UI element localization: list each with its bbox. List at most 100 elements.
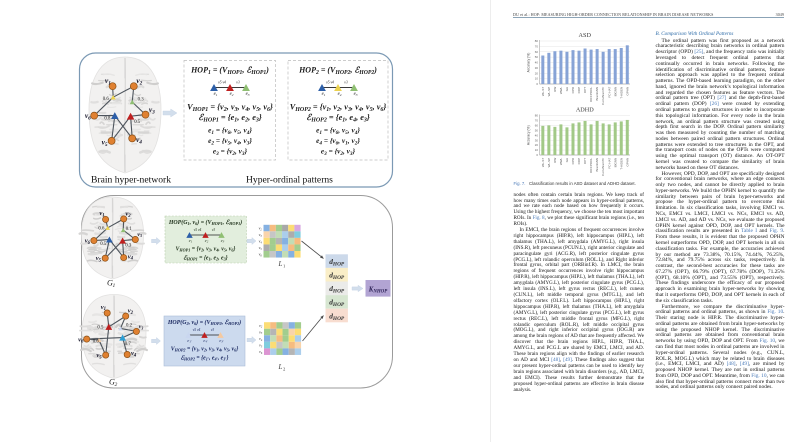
svg-text:ℰHOP1 = {e1, e2, e3}: ℰHOP1 = {e1, e2, e3} [198,113,262,124]
svg-text:v5 v4: v5 v4 [193,328,201,332]
svg-text:2: 2 [115,382,118,388]
svg-text:OPT: OPT [583,158,587,164]
svg-text:50: 50 [535,128,539,132]
svg-text:ℰHOP1 = {e1, e2, e3}: ℰHOP1 = {e1, e2, e3} [183,255,227,262]
svg-text:v6: v6 [259,350,263,355]
svg-text:v2: v2 [259,324,263,329]
svg-text:BrainGNN: BrainGNN [595,158,599,172]
svg-text:v3: v3 [259,330,263,335]
svg-text:40: 40 [535,61,539,65]
svg-text:e1 = {v6, v5, v4}: e1 = {v6, v5, v4} [208,126,252,136]
svg-text:e3: e3 [246,92,250,97]
svg-text:OPD: OPD [571,157,575,164]
svg-text:e1 = {v6, v5, v4}: e1 = {v6, v5, v4} [316,126,360,136]
svg-text:WWL: WWL [559,86,563,94]
svg-text:G: G [107,279,113,288]
svg-text:v5: v5 [102,138,108,148]
svg-text:v3: v3 [344,80,348,84]
svg-text:DIFFPOOL: DIFFPOOL [589,86,593,101]
svg-text:v5 v4: v5 v4 [218,80,226,84]
svg-text:v5: v5 [96,352,102,360]
svg-text:0: 0 [536,82,538,86]
svg-text:v5 v4: v5 v4 [194,228,202,232]
svg-text:HOP(G1, v6) = (VHOP1, ℰHOP1): HOP(G1, v6) = (VHOP1, ℰHOP1) [168,219,242,226]
svg-text:v1: v1 [105,76,111,86]
svg-text:v4: v4 [259,337,263,342]
svg-text:v3: v3 [212,228,216,232]
svg-text:1: 1 [283,264,286,269]
svg-text:0.3: 0.3 [138,98,145,103]
svg-text:DOP: DOP [577,158,581,165]
svg-text:G: G [109,378,115,387]
svg-text:OPT: OPT [583,87,587,93]
svg-text:e3: e3 [354,92,358,97]
svg-text:HOP(G2, v6) = (VHOP2, ℰHOP2): HOP(G2, v6) = (VHOP2, ℰHOP2) [167,319,241,326]
svg-text:VHOP1 = {v2, v3, v4, v5, v6}: VHOP1 = {v2, v3, v4, v5, v6} [187,103,273,114]
svg-text:dHOP: dHOP [329,284,345,294]
svg-text:v3: v3 [259,233,263,238]
svg-text:0.8: 0.8 [104,117,111,122]
svg-text:v5 v4: v5 v4 [326,80,334,84]
svg-text:0.6: 0.6 [103,97,110,102]
svg-text:e1: e1 [214,92,218,97]
svg-text:v2: v2 [259,227,263,232]
svg-text:20: 20 [535,143,539,147]
svg-text:BrainGNN: BrainGNN [595,87,599,101]
svg-text:GH: GH [565,87,569,92]
svg-text:L: L [278,363,283,371]
svg-text:0.6: 0.6 [98,227,105,232]
svg-text:10: 10 [535,148,539,152]
svg-text:0.6: 0.6 [93,340,100,345]
svg-text:v6: v6 [85,111,91,121]
svg-text:v3: v3 [139,324,144,330]
svg-text:Accuracy (%): Accuracy (%) [527,53,531,73]
svg-text:e2 = {v5, v4, v3}: e2 = {v5, v4, v3} [208,136,252,146]
svg-text:FC-HAT: FC-HAT [607,87,611,98]
svg-text:60: 60 [535,50,539,54]
svg-text:e2: e2 [230,92,234,97]
svg-text:e4 = {v6, v1, v2}: e4 = {v6, v1, v2} [316,136,360,146]
svg-text:v4: v4 [136,135,142,145]
svg-text:e3′: e3′ [219,338,223,344]
svg-text:v3: v3 [211,328,215,332]
svg-text:ADHD: ADHD [576,107,594,114]
svg-text:0.5: 0.5 [100,242,107,247]
svg-text:70: 70 [535,44,539,48]
svg-text:IBGNN: IBGNN [613,158,617,168]
svg-text:v5: v5 [259,344,263,349]
svg-text:0.5: 0.5 [97,326,104,331]
svg-text:ℰHOP2 = {e1′, e4′, e3′}: ℰHOP2 = {e1′, e4′, e3′} [181,355,229,362]
svg-text:dHOP: dHOP [329,298,345,308]
svg-text:e3 = {v2, v3}: e3 = {v2, v3} [321,147,356,157]
svg-text:Accuracy (%): Accuracy (%) [527,125,531,145]
svg-text:dHOP: dHOP [329,271,345,281]
svg-text:70: 70 [535,119,539,123]
svg-text:FC-HAT: FC-HAT [607,158,611,169]
svg-text:0.1: 0.1 [126,227,133,232]
svg-text:0.2: 0.2 [126,323,133,328]
svg-text:60: 60 [535,123,539,127]
svg-text:OPD: OPD [571,86,575,93]
svg-text:v6: v6 [78,336,84,344]
svg-text:T-HIDEN: T-HIDEN [619,87,623,99]
svg-text:dHOP: dHOP [329,257,345,267]
svg-text:v3: v3 [137,232,142,238]
svg-text:Com-BrainTF: Com-BrainTF [601,87,605,105]
svg-text:HOP1 = (VHOP1, ℰHOP1): HOP1 = (VHOP1, ℰHOP1) [190,66,269,77]
svg-text:v1: v1 [99,210,104,218]
svg-text:T-HIDEN: T-HIDEN [619,158,623,170]
svg-text:v4: v4 [259,240,263,245]
svg-text:VHOP2 = {v1, v2, v3, v4, v5, v: VHOP2 = {v1, v2, v3, v4, v5, v6} [171,347,238,353]
svg-text:40: 40 [535,133,539,137]
svg-text:v6: v6 [259,253,263,258]
svg-text:v2: v2 [128,308,134,316]
svg-text:Com-BrainTF: Com-BrainTF [601,158,605,176]
svg-text:v6: v6 [85,238,91,246]
svg-text:80: 80 [535,114,539,118]
svg-text:v4: v4 [128,253,134,261]
svg-text:v3: v3 [149,105,155,115]
svg-text:v3: v3 [236,80,240,84]
svg-text:WL-ST: WL-ST [541,87,545,97]
svg-text:OPHN: OPHN [625,87,629,96]
svg-text:DIFFPOOL: DIFFPOOL [589,157,593,172]
